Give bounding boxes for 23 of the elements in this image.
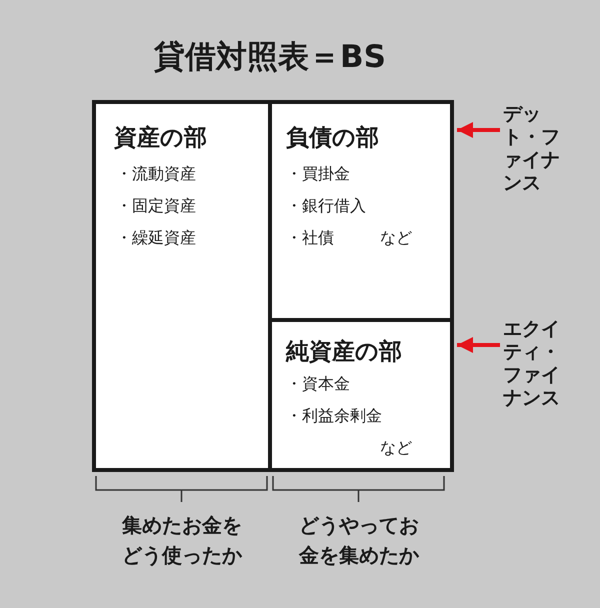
list-item: ・資本金 xyxy=(286,374,350,395)
bracket-caption: どうやってお金を集めたか xyxy=(298,512,420,569)
box-heading: 資産の部 xyxy=(114,124,207,153)
arrow xyxy=(457,122,500,138)
list-item: など xyxy=(380,228,412,249)
account-box xyxy=(272,100,454,322)
side-note: デット・ファイナンス xyxy=(503,103,563,195)
list-item: ・買掛金 xyxy=(286,164,350,185)
account-box xyxy=(92,100,272,472)
box-heading: 負債の部 xyxy=(286,124,379,153)
title: 貸借対照表＝BS xyxy=(153,38,387,77)
list-item: など xyxy=(380,438,412,459)
arrow xyxy=(457,337,500,353)
list-item: ・流動資産 xyxy=(116,164,196,185)
box-heading: 純資産の部 xyxy=(286,338,402,367)
list-item: ・利益余剰金 xyxy=(286,406,382,427)
list-item: ・銀行借入 xyxy=(286,196,366,217)
side-note: エクイティ・ファイナンス xyxy=(503,318,563,410)
list-item: ・固定資産 xyxy=(116,196,196,217)
account-box xyxy=(272,322,454,472)
list-item: ・社債 xyxy=(286,228,334,249)
bracket-caption: 集めたお金をどう使ったか xyxy=(121,512,243,569)
list-item: ・繰延資産 xyxy=(116,228,196,249)
